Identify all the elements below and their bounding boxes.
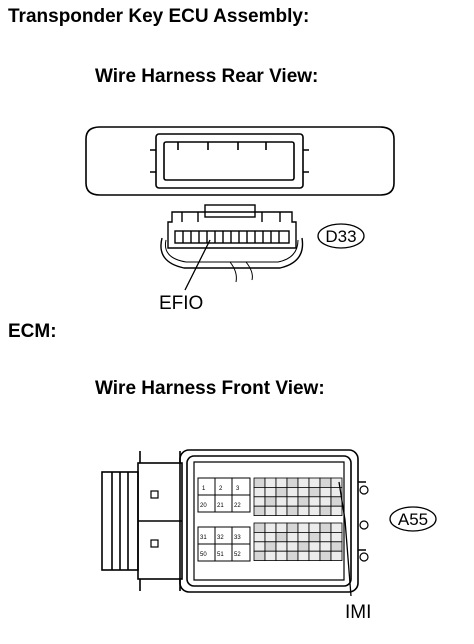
pin-cavity — [253, 550, 266, 562]
pin-cavity — [275, 477, 288, 488]
pin-cavity — [308, 541, 321, 552]
pin-cavity — [319, 532, 332, 543]
pin-cavity — [330, 477, 343, 488]
pin-cavity — [297, 477, 310, 488]
pin-2: 2 — [219, 486, 223, 492]
transponder-ecu-housing — [85, 126, 395, 196]
pin-cavity — [297, 532, 310, 543]
pin-cavity — [319, 486, 332, 498]
transponder-ecu-title: Transponder Key ECU Assembly: — [8, 6, 310, 27]
pin-cavity — [286, 477, 299, 488]
pin-cavity — [308, 532, 321, 543]
pin-cavity — [253, 496, 266, 507]
pin-cavity — [275, 550, 288, 562]
pin-cavity — [275, 496, 288, 507]
pin-cavity — [297, 550, 310, 562]
pin-cavity — [319, 541, 332, 552]
pin-cavity — [308, 522, 321, 533]
efio-leader-line — [184, 239, 211, 291]
ecm-title: ECM: — [8, 321, 57, 342]
pin-cavity — [330, 522, 343, 533]
pin-cavity — [308, 550, 321, 562]
pin-cavity — [297, 505, 310, 517]
imi-leader-line — [338, 481, 352, 597]
pin-cavity — [275, 541, 288, 552]
a55-dense-pin-grid — [253, 477, 343, 562]
pin-cavity — [286, 541, 299, 552]
pin-cavity — [297, 541, 310, 552]
pin-cavity — [330, 496, 343, 507]
pin-22: 22 — [234, 503, 241, 509]
d33-code-badge: D33 — [317, 223, 365, 249]
svg-text:D33: D33 — [325, 227, 356, 246]
pin-cavity — [264, 486, 277, 498]
pin-cavity — [286, 505, 299, 517]
pin-cavity — [264, 505, 277, 517]
pin-cavity — [275, 522, 288, 533]
pin-cavity — [253, 532, 266, 543]
pin-cavity — [264, 522, 277, 533]
pin-cavity — [264, 550, 277, 562]
pin-cavity — [330, 532, 343, 543]
pin-cavity — [253, 486, 266, 498]
pin-cavity — [319, 550, 332, 562]
pin-cavity — [264, 532, 277, 543]
pin-cavity — [286, 522, 299, 533]
pin-cavity — [264, 541, 277, 552]
pin-cavity — [308, 496, 321, 507]
pin-31: 31 — [200, 535, 207, 541]
pin-cavity — [319, 505, 332, 517]
a55-upper-pin-block — [197, 477, 251, 513]
a55-lower-pin-block — [197, 526, 251, 562]
svg-text:A55: A55 — [398, 510, 428, 529]
pin-cavity — [330, 541, 343, 552]
pin-3: 3 — [236, 486, 240, 492]
pin-cavity — [319, 477, 332, 488]
pin-cavity — [286, 486, 299, 498]
imi-label: IMI — [345, 602, 371, 623]
pin-cavity — [253, 477, 266, 488]
pin-20: 20 — [200, 503, 207, 509]
pin-1: 1 — [202, 486, 206, 492]
a55-code-badge: A55 — [389, 506, 437, 532]
pin-50: 50 — [200, 552, 207, 558]
pin-cavity — [319, 522, 332, 533]
pin-cavity — [253, 505, 266, 517]
pin-33: 33 — [234, 535, 241, 541]
pin-cavity — [253, 541, 266, 552]
pin-51: 51 — [217, 552, 224, 558]
pin-cavity — [308, 505, 321, 517]
pin-cavity — [275, 532, 288, 543]
efio-label: EFIO — [159, 293, 203, 314]
pin-32: 32 — [217, 535, 224, 541]
rear-view-title: Wire Harness Rear View: — [95, 66, 319, 87]
pin-cavity — [330, 505, 343, 517]
pin-cavity — [308, 486, 321, 498]
pin-cavity — [264, 496, 277, 507]
a55-connector-body — [101, 449, 369, 593]
pin-cavity — [308, 477, 321, 488]
pin-cavity — [286, 550, 299, 562]
pin-cavity — [275, 505, 288, 517]
front-view-title: Wire Harness Front View: — [95, 378, 325, 399]
pin-cavity — [253, 522, 266, 533]
pin-cavity — [330, 550, 343, 562]
pin-cavity — [297, 496, 310, 507]
pin-cavity — [297, 522, 310, 533]
pin-52: 52 — [234, 552, 241, 558]
pin-cavity — [275, 486, 288, 498]
pin-cavity — [286, 532, 299, 543]
pin-21: 21 — [217, 503, 224, 509]
d33-connector — [160, 204, 304, 283]
pin-cavity — [286, 496, 299, 507]
pin-cavity — [264, 477, 277, 488]
pin-cavity — [319, 496, 332, 507]
pin-cavity — [297, 486, 310, 498]
